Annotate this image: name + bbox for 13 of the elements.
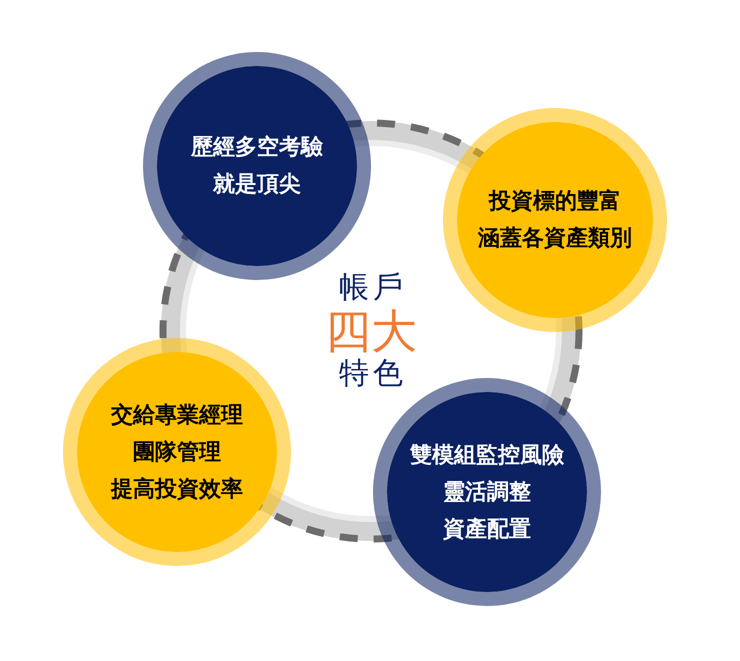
feature-text: 團隊管理 [133, 438, 221, 466]
center-text: 四大 [325, 306, 417, 356]
center-text: 特色 [338, 356, 407, 392]
feature-text: 雙模組監控風險 [410, 442, 564, 470]
feature-text: 投資標的豐富 [489, 188, 621, 216]
feature-text: 歷經多空考驗 [191, 134, 323, 162]
feature-text: 提高投資效率 [111, 476, 243, 504]
center-text: 帳戶 [338, 270, 407, 306]
feature-text: 就是頂尖 [213, 171, 301, 199]
feature-text: 資產配置 [443, 516, 531, 544]
feature-text: 交給專業經理 [111, 402, 243, 430]
feature-text: 涵蓋各資產類別 [478, 225, 632, 253]
feature-text: 靈活調整 [443, 478, 531, 506]
